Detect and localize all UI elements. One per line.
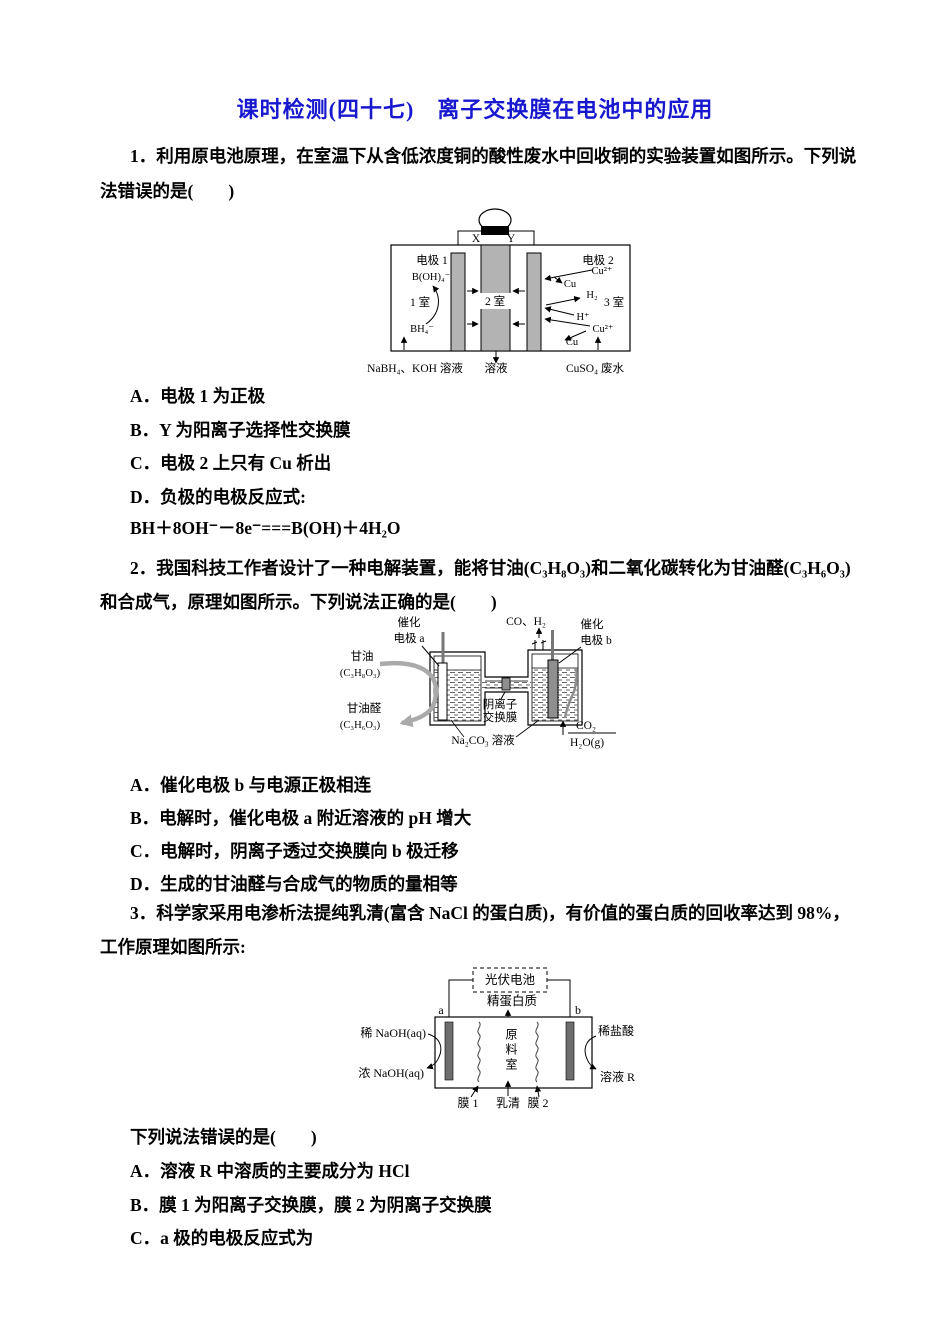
solution-left-label: NaBH₄、KOH 溶液 [367, 361, 463, 375]
cu2-bottom-label: Cu²⁺ [593, 324, 614, 335]
anion-membrane [501, 677, 511, 691]
co2-label: CO₂ [576, 720, 596, 732]
membrane-2-pointer [534, 1085, 542, 1098]
electrode-b [565, 1021, 575, 1081]
conc-naoh-label: 浓 NaOH(aq) [358, 1066, 424, 1080]
membrane-2-wavy [535, 1021, 539, 1083]
gas-outlet [531, 627, 547, 650]
electrode-2 [526, 252, 542, 352]
q1-electrode-equation: BH＋8OH⁻－8e⁻===B(OH)＋4H₂O [130, 518, 401, 538]
co2-inlet-tube [563, 667, 578, 719]
ion-flow-arrows [400, 287, 602, 364]
room2-label: 2 室 [485, 294, 505, 308]
q3-option-c: C．a 极的电极反应式为 [130, 1228, 314, 1248]
borohydride-label: BH₄⁻ [410, 324, 434, 335]
refined-protein-label: 精蛋白质 [487, 993, 537, 1008]
page-title: 课时检测(四十七) 离子交换膜在电池中的应用 [236, 97, 714, 122]
solution-right-label: CuSO₄ 废水 [566, 361, 625, 375]
electrode-2-label: 电极 2 [582, 253, 614, 267]
cu-bottom-label: Cu [566, 337, 579, 348]
electrode-1 [450, 252, 466, 352]
room1-label: 1 室 [410, 295, 430, 309]
cu2-top-label: Cu²⁺ [592, 266, 613, 277]
glycerol-label2: (C₃H₈O₃) [340, 668, 381, 679]
membrane-pointer [500, 691, 506, 700]
glycerol-flow-band [379, 660, 439, 728]
bulb-base [481, 226, 509, 235]
cu-top-label: Cu [564, 279, 577, 290]
pv-cell-label: 光伏电池 [485, 973, 536, 987]
membrane-1-pointer [470, 1085, 479, 1098]
q1-option-b: B．Y 为阳离子选择性交换膜 [130, 420, 351, 440]
electrode-a-label1: 催化 [398, 616, 421, 629]
solution-r-label: 溶液 R [600, 1069, 635, 1084]
membrane-1-label: 膜 1 [457, 1096, 478, 1110]
q2-option-a: A．催化电极 b 与电源正极相连 [130, 775, 372, 795]
na2co3-pointers [450, 719, 540, 738]
electrode-a [444, 1021, 454, 1081]
na2co3-label: Na₂CO₃ 溶液 [451, 733, 515, 747]
q2-option-c: C．电解时，阴离子透过交换膜向 b 极迁移 [130, 841, 459, 861]
q2-text-line1: 2．我国科技工作者设计了一种电解装置，能将甘油(C₃H₈O₃)和二氧化碳转化为甘… [130, 558, 851, 578]
q1-text-line1: 1．利用原电池原理，在室温下从含低浓度铜的酸性废水中回收铜的实验装置如图所示。下… [130, 146, 857, 166]
feed-chamber-label: 原料室 [504, 1028, 518, 1073]
membrane-1-wavy [477, 1021, 481, 1083]
electrode-b-label: b [575, 1003, 581, 1017]
circuit-wires [448, 979, 571, 1022]
q1-cell-diagram: X Y 2 室 电极 1 B(OH)₄⁻ 1 室 BH₄⁻ 电极 2 Cu²⁺ … [367, 208, 631, 375]
glycerol-label1: 甘油 [351, 649, 374, 663]
hplus-label: H⁺ [576, 312, 590, 323]
electrode-b-label1: 催化 [581, 617, 604, 631]
q2-option-d: D．生成的甘油醛与合成气的物质的量相等 [130, 874, 458, 894]
q2-electrolysis-diagram: CO、H₂ 催化 电极 a 催化 电极 b 甘油 (C₃H₈O₃) 甘油醛 (C… [340, 616, 616, 749]
q1-option-d: D．负极的电极反应式: [130, 487, 306, 507]
syngas-label: CO、H₂ [506, 616, 546, 628]
q1-text-line2: 法错误的是( ) [100, 181, 235, 201]
oxidation-arrow [425, 285, 440, 325]
electrode-a [437, 632, 448, 721]
deposition-arrows [544, 269, 593, 341]
glyceraldehyde-label1: 甘油醛 [347, 701, 382, 715]
q3-text-line2: 工作原理如图所示: [100, 937, 246, 957]
naoh-flow-arrow [426, 1033, 442, 1070]
membrane-label1: 阴离子 [483, 697, 518, 711]
q3-option-b: B．膜 1 为阳离子交换膜，膜 2 为阴离子交换膜 [130, 1195, 492, 1215]
borate-label: B(OH)₄⁻ [412, 272, 451, 283]
q3-text-line1: 3．科学家采用电渗析法提纯乳清(富含 NaCl 的蛋白质)，有价值的蛋白质的回收… [130, 903, 850, 923]
electrode-1-label: 电极 1 [416, 253, 448, 267]
membrane-label2: 交换膜 [483, 710, 518, 724]
dilute-naoh-label: 稀 NaOH(aq) [360, 1026, 426, 1040]
solution-mid-label: 溶液 [485, 361, 508, 375]
electrode-a-label2: 电极 a [394, 631, 425, 645]
electrode-b [547, 630, 559, 719]
q1-option-c: C．电极 2 上只有 Cu 析出 [130, 453, 332, 473]
h2-label: H₂ [586, 290, 598, 301]
q2-text-line2: 和合成气，原理如图所示。下列说法正确的是( ) [100, 592, 497, 612]
glyceraldehyde-label2: (C₃H₆O₃) [340, 720, 381, 731]
hcl-flow-arrow [584, 1035, 597, 1070]
q2-option-b: B．电解时，催化电极 a 附近溶液的 pH 增大 [130, 808, 472, 828]
room3-label: 3 室 [604, 295, 624, 309]
membrane-y-label: Y [507, 233, 516, 245]
room2-label-box [478, 293, 513, 309]
q1-option-a: A．电极 1 为正极 [130, 386, 266, 406]
q3-prompt: 下列说法错误的是( ) [130, 1127, 317, 1147]
q3-electrodialysis-diagram: 光伏电池 精蛋白质 a b 原料室 膜 1 乳清 膜 2 稀 NaOH(aq) … [358, 967, 635, 1110]
membrane-2-label: 膜 2 [527, 1096, 548, 1110]
dilute-hcl-label: 稀盐酸 [598, 1023, 634, 1038]
electrode-b-pointer [558, 646, 582, 664]
electrode-a-label: a [438, 1003, 444, 1017]
membrane-x-label: X [472, 233, 481, 245]
electrode-a-pointer [421, 645, 440, 667]
q3-option-a: A．溶液 R 中溶质的主要成分为 HCl [130, 1161, 410, 1181]
h2o-label: H₂O(g) [570, 737, 604, 749]
pv-cell-box [472, 967, 548, 993]
whey-label: 乳清 [496, 1096, 520, 1110]
electrode-b-label2: 电极 b [580, 633, 612, 647]
